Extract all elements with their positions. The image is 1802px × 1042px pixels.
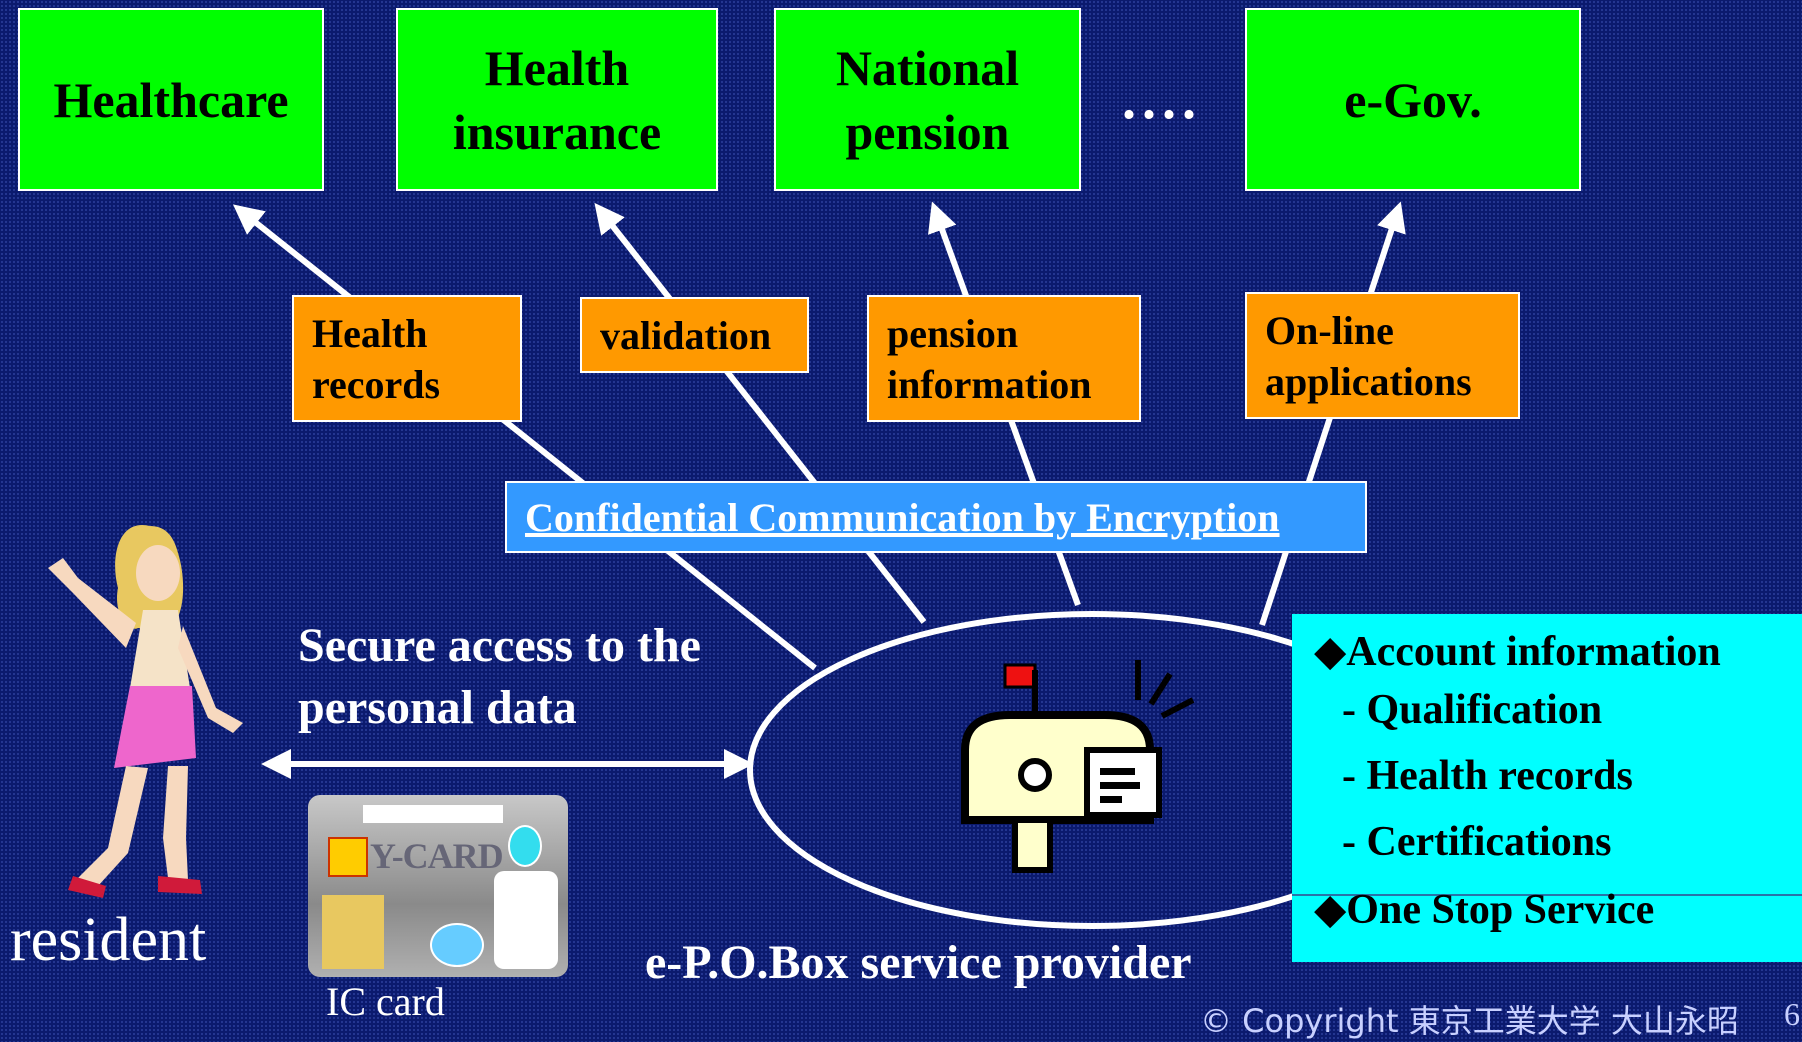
arrow-health-insurance: [594, 202, 927, 624]
service-label: National pension: [835, 39, 1020, 160]
encryption-bar: Confidential Communication by Encryption: [505, 481, 1367, 553]
resident-figure: [48, 524, 243, 898]
service-label: e-Gov.: [1344, 71, 1482, 128]
service-label: Health insurance: [452, 39, 662, 160]
copyright-text: © Copyright 東京工業大学 大山永昭: [1200, 1002, 1739, 1040]
ic-card: Y-CARD: [308, 795, 568, 977]
service-national-pension: National pension: [774, 8, 1081, 191]
account-item: - Health records: [1342, 753, 1633, 799]
data-validation: validation: [580, 297, 809, 373]
provider-label: e-P.O.Box service provider: [645, 936, 1192, 989]
data-pension-information: pension information: [867, 295, 1141, 422]
mailbox-icon: [961, 660, 1195, 873]
service-label: Healthcare: [53, 71, 289, 128]
resident-label: resident: [10, 906, 207, 974]
data-label: pension information: [887, 310, 1092, 407]
data-label: On-line applications: [1265, 307, 1472, 404]
account-heading: ◆Account information: [1314, 629, 1721, 675]
page-number: 6: [1784, 996, 1800, 1032]
account-item: - Qualification: [1342, 687, 1603, 733]
ic-card-label: IC card: [326, 979, 445, 1024]
account-footer: ◆One Stop Service: [1314, 887, 1655, 933]
encryption-label: Confidential Communication by Encryption: [525, 494, 1280, 540]
card-stripe: [363, 805, 503, 823]
panel-divider: [1292, 894, 1802, 896]
card-logo: Y-CARD: [370, 836, 504, 876]
data-online-applications: On-line applications: [1245, 292, 1520, 419]
data-health-records: Health records: [292, 295, 522, 422]
card-photo: [322, 895, 384, 969]
data-label: validation: [600, 312, 772, 358]
ellipsis: ....: [1122, 69, 1202, 131]
service-health-insurance: Health insurance: [396, 8, 718, 191]
card-sun-icon: [494, 871, 558, 969]
card-hologram-icon: [430, 923, 484, 967]
data-label: Health records: [312, 310, 441, 407]
card-chip-icon: [328, 837, 368, 877]
arrow-healthcare: [232, 204, 817, 671]
service-healthcare: Healthcare: [18, 8, 324, 191]
account-item: - Certifications: [1342, 819, 1612, 865]
service-egov: e-Gov.: [1245, 8, 1581, 191]
secure-access-label: Secure access to the personal data: [298, 619, 701, 734]
account-panel: ◆Account information - Qualification - H…: [1292, 614, 1802, 962]
card-oval-icon: [508, 825, 542, 867]
